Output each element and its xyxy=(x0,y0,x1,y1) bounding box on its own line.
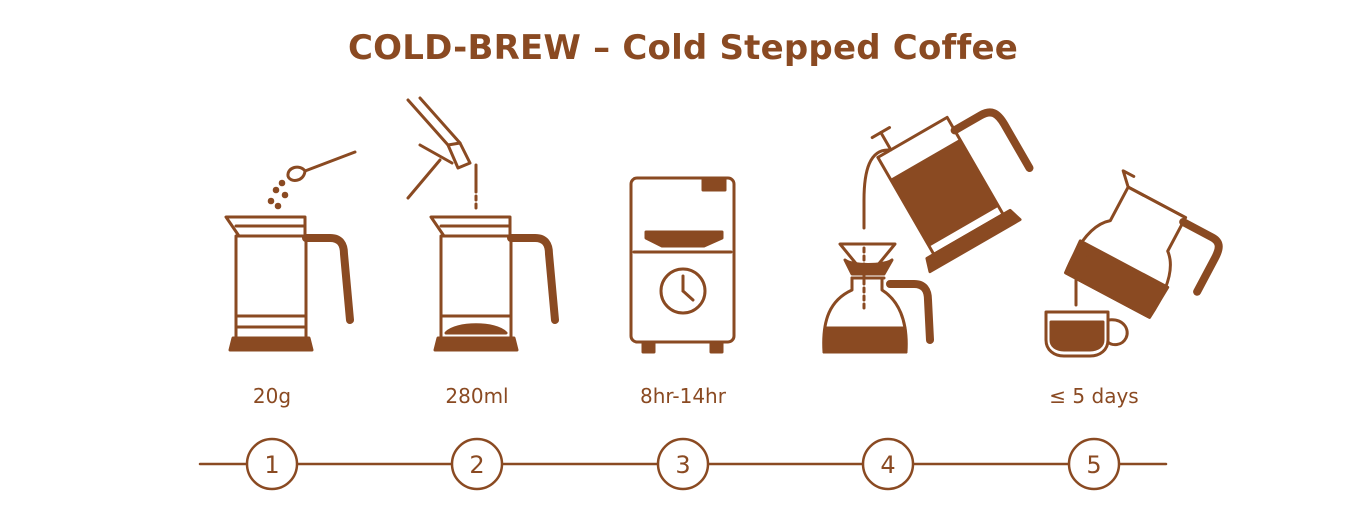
carafe-pour-into-cup-icon xyxy=(1044,169,1223,358)
step-4-circle xyxy=(861,437,915,491)
step-2-label: 280ml xyxy=(445,384,509,408)
step-5-label: ≤ 5 days xyxy=(1049,384,1139,408)
step-2-number: 2 xyxy=(469,451,484,479)
step-1-number: 1 xyxy=(264,451,279,479)
step-4-number: 4 xyxy=(880,451,895,479)
step-5-circle xyxy=(1067,437,1121,491)
step-2-circle xyxy=(450,437,504,491)
step-timeline xyxy=(198,437,1168,491)
refrigerator-clock-icon xyxy=(629,176,736,354)
page-title: COLD-BREW – Cold Stepped Coffee xyxy=(347,28,1019,68)
french-press-with-spoon-icon xyxy=(224,150,357,352)
step-3-number: 3 xyxy=(675,451,690,479)
press-pour-into-drip-carafe-icon xyxy=(822,108,1034,354)
step-1-circle xyxy=(245,437,299,491)
step-5-number: 5 xyxy=(1086,451,1101,479)
step-3-label: 8hr-14hr xyxy=(640,384,726,408)
step-1-label: 20g xyxy=(252,384,292,408)
kettle-pour-into-press-icon xyxy=(406,96,559,352)
step-3-circle xyxy=(656,437,710,491)
